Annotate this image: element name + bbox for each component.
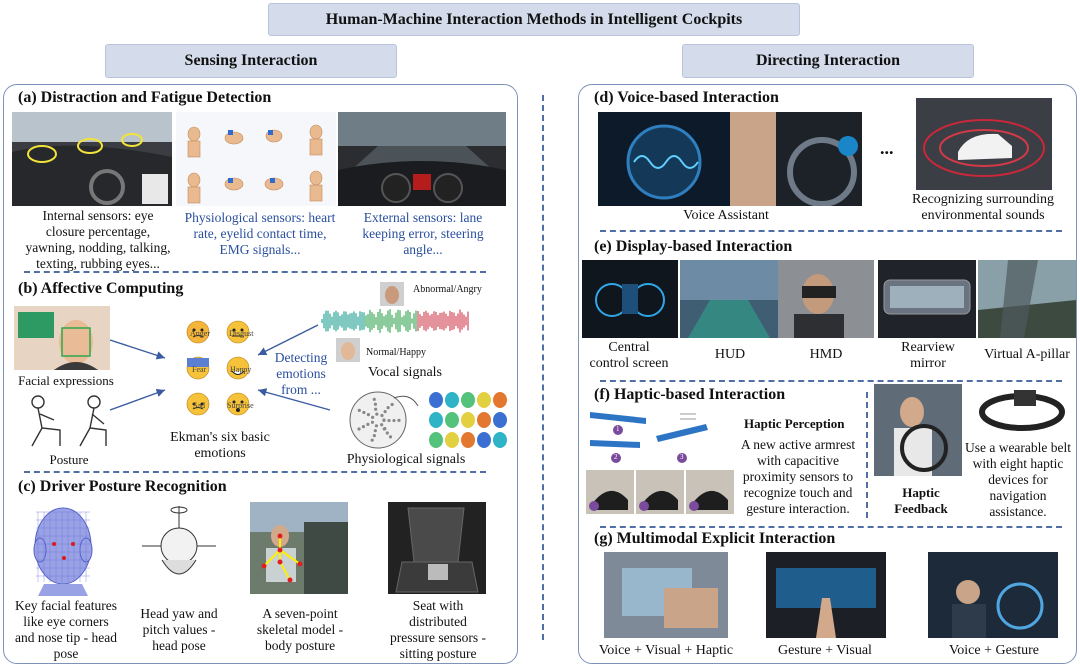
environmental-sound-image [916,98,1052,190]
divider-b-c [24,471,486,473]
multimodal-image-3 [928,552,1058,638]
directing-header: Directing Interaction [682,44,974,78]
face-mesh-image [18,502,108,596]
divider-d-e [600,230,1062,232]
multimodal-image-2 [766,552,886,638]
multimodal-label-3: Voice + Gesture [948,643,1040,658]
ekman-emotions-grid [180,318,260,426]
emotion-happy: Happy [230,365,252,374]
emotion-anger: Anger [190,329,210,338]
multimodal-label-1: Voice + Visual + Haptic [598,643,734,658]
voice-assistant-image-2 [730,112,862,206]
posture-caption-2: Head yaw and pitch values - head pose [140,606,218,653]
central-screen-image [582,260,678,338]
display-label-central: Central control screen [589,340,669,371]
haptic-perception-title: Haptic Perception [744,416,845,431]
display-label-hmd: HMD [809,347,843,362]
head-yaw-pitch-diagram [134,502,220,592]
display-label-rearview: Rearview mirror [901,340,955,371]
display-label-hud: HUD [714,347,746,362]
display-label-a-pillar: Virtual A-pillar [984,347,1070,362]
hud-image [680,260,778,338]
emotion-sad: Sad [193,401,205,410]
posture-image [20,390,116,450]
haptic-belt-text: Use a wearable belt with eight haptic de… [964,440,1072,519]
haptic-perception-text: A new active armrest with capacitive pro… [740,437,856,516]
facial-expressions-label: Facial expressions [18,373,114,388]
vocal-signals-label: Vocal signals [367,365,442,380]
brain-topography-maps [428,390,508,450]
multimodal-label-2: Gesture + Visual [778,643,872,658]
posture-caption-1: Key facial features like eye corners and… [15,598,117,661]
voice-assistant-image-1 [598,112,730,206]
haptic-belt-image [976,386,1068,434]
armrest-photos [586,470,734,514]
haptic-feedback-title: Haptic Feedback [894,485,948,516]
armrest-step-2: 2 [614,453,618,461]
abnormal-angry-label: Abnormal/Angry [413,284,482,295]
detecting-emotions-label: Detecting emotions from ... [274,350,328,397]
external-sensors-caption: External sensors: lane keeping error, st… [362,210,484,257]
sensing-header: Sensing Interaction [105,44,397,78]
emotion-disgust: Disgust [229,329,254,338]
divider-a-b [24,271,486,273]
divider-e-f [600,380,1062,382]
happy-face-photo [336,338,360,362]
section-a-title: (a) Distraction and Fatigue Detection [18,89,272,106]
emotion-arrows [109,324,331,411]
voice-ellipsis: ... [880,138,894,158]
road-view-image [338,112,506,206]
posture-caption-4: Seat with distributed pressure sensors -… [390,598,486,661]
hmd-image [778,260,874,338]
section-f-title: (f) Haptic-based Interaction [594,386,786,403]
section-e-title: (e) Display-based Interaction [594,238,793,255]
driver-haptic-image [874,384,962,476]
ekman-label: Ekman's six basic emotions [170,430,270,461]
angry-face-photo [380,282,404,306]
eeg-cap-image [338,384,430,452]
center-divider [542,95,544,640]
posture-caption-3: A seven-point skeletal model - body post… [256,606,344,653]
posture-label: Posture [49,452,89,467]
rearview-mirror-image [878,260,976,338]
armrest-step-1: 1 [616,425,620,433]
multimodal-image-1 [604,552,728,638]
voice-assistant-label: Voice Assistant [683,208,769,223]
pressure-seat-image [388,502,486,594]
facial-expression-image [14,306,110,370]
virtual-a-pillar-image [978,260,1076,338]
section-g-title: (g) Multimodal Explicit Interaction [594,530,836,547]
environmental-sounds-label: Recognizing surrounding environmental so… [912,192,1054,223]
section-b-title: (b) Affective Computing [18,280,184,297]
divider-f-g [600,526,1062,528]
armrest-diagram [586,406,736,468]
section-d-title: (d) Voice-based Interaction [594,89,779,106]
physiological-sensors-caption: Physiological sensors: heart rate, eyeli… [184,210,336,257]
internal-sensors-caption: Internal sensors: eye closure percentage… [25,208,171,271]
normal-happy-label: Normal/Happy [366,347,426,358]
physiological-sensors-image [176,112,336,206]
interior-camera-image [12,112,172,206]
main-title: Human-Machine Interaction Methods in Int… [268,3,800,36]
haptic-divider [866,392,868,518]
section-c-title: (c) Driver Posture Recognition [18,478,227,495]
physiological-signals-label: Physiological signals [346,452,466,467]
emotion-surprise: Surprise [227,401,254,410]
vocal-signal-waveform [320,300,470,342]
skeletal-model-image [250,502,348,594]
armrest-step-3: 3 [680,453,684,461]
emotion-fear: Fear [192,365,207,374]
